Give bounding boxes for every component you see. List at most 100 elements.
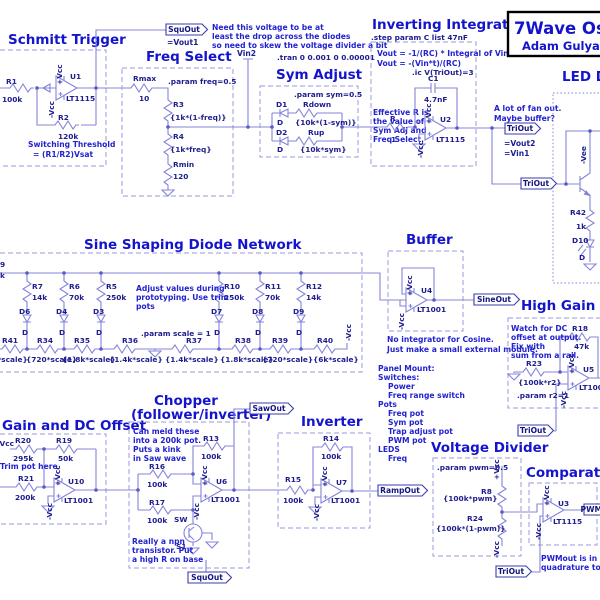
model-u4: LT1001 xyxy=(417,305,446,314)
resistor-r35[interactable] xyxy=(69,344,99,354)
diode-d9[interactable] xyxy=(296,314,306,323)
resistor-rmin[interactable] xyxy=(163,159,173,189)
resistor-r15[interactable] xyxy=(282,485,312,495)
value-c1: 4.7nF xyxy=(424,95,447,104)
value-r4: {1k*freq} xyxy=(170,145,212,154)
top-note-2: least the drop across the diodes xyxy=(212,32,351,41)
flag-triout-hga[interactable]: TriOut xyxy=(517,424,555,437)
freq-title: Freq Select xyxy=(146,49,232,65)
flag-triout-main[interactable]: TriOut xyxy=(504,122,542,135)
chopper-note-2: into a 200k pot. xyxy=(133,436,201,445)
resistor-r7[interactable] xyxy=(22,276,32,306)
flag-pwmout[interactable]: PWMOut xyxy=(581,503,600,516)
diode-d3[interactable] xyxy=(96,314,106,323)
flag-rampout[interactable]: RampOut xyxy=(377,484,429,497)
diode-d4[interactable] xyxy=(59,314,69,323)
resistor-r36[interactable] xyxy=(109,344,139,354)
label-u2: U2 xyxy=(440,115,451,124)
title-block-line1: 7Wave Oscillator xyxy=(514,19,600,38)
resistor-r23[interactable] xyxy=(518,367,548,377)
resistor-r37[interactable] xyxy=(167,344,197,354)
flag-triout-comparator[interactable]: TriOut xyxy=(495,565,533,578)
resistor-r2[interactable] xyxy=(50,120,80,130)
resistor-rup[interactable] xyxy=(291,136,321,146)
label-r11: R11 xyxy=(265,282,281,291)
flag-sineout[interactable]: SineOut xyxy=(473,293,521,306)
label-r14: R14 xyxy=(323,434,339,443)
buffer-note-1: No integrator for Cosine. xyxy=(387,335,494,344)
u7-vcc-minus: -Vcc xyxy=(312,504,321,521)
resistor-r17[interactable] xyxy=(145,505,175,515)
resistor-r11[interactable] xyxy=(255,276,265,306)
flag-squout-top[interactable]: SquOut xyxy=(165,23,209,36)
flag-squout-bottom[interactable]: SquOut xyxy=(187,571,233,584)
label-r36: R36 xyxy=(122,336,138,345)
switch-s1[interactable] xyxy=(183,523,203,543)
flag-sawout[interactable]: SawOut xyxy=(249,402,295,415)
led-vee: -Vee xyxy=(579,146,588,164)
resistor-r6[interactable] xyxy=(59,276,69,306)
flag-triout-main-label: TriOut xyxy=(507,124,534,133)
resistor-rdown[interactable] xyxy=(291,108,321,118)
label-u3: U3 xyxy=(558,499,569,508)
value-r18: 47k xyxy=(574,342,590,351)
u2-vcc-minus: -Vcc xyxy=(416,141,425,158)
model-u10: LT1001 xyxy=(64,496,93,505)
value-r35: {1.8k*scale} xyxy=(62,355,116,364)
value-r40: {6k*scale} xyxy=(313,355,359,364)
value-r3: {1k*(1-freq)} xyxy=(170,113,227,122)
title-block: 7Wave Oscillator Adam Gulyas xyxy=(506,10,600,58)
label-r6: R6 xyxy=(69,282,80,291)
resistor-r21[interactable] xyxy=(11,482,41,492)
integ-step: .step param C list 47nF xyxy=(371,33,468,42)
value-r11: 70k xyxy=(265,293,281,302)
diode-d7[interactable] xyxy=(214,314,224,323)
vd-box xyxy=(432,457,522,557)
resistor-r16[interactable] xyxy=(145,469,175,479)
u4-vcc-plus: +Vcc xyxy=(405,275,414,296)
resistor-r41[interactable] xyxy=(0,344,27,354)
resistor-r14[interactable] xyxy=(317,442,347,452)
integ-box xyxy=(370,41,477,167)
freq-param: .param freq=0.5 xyxy=(168,77,236,86)
resistor-r34[interactable] xyxy=(32,344,62,354)
resistor-rmax[interactable] xyxy=(126,83,156,93)
label-r12: R12 xyxy=(306,282,322,291)
value-r13: 100k xyxy=(201,452,222,461)
diode-d2[interactable] xyxy=(279,136,289,146)
integ-note-3: Sym Adj and xyxy=(373,126,427,135)
flag-sineout-label: SineOut xyxy=(477,295,511,304)
netlabel-vin2: Vin2 xyxy=(237,49,256,58)
label-r21: R21 xyxy=(18,474,34,483)
label-r37: R37 xyxy=(186,336,202,345)
panel-l6: Freq pot xyxy=(388,409,424,418)
comparator-note-1: PWMout is in xyxy=(541,554,597,563)
section-schmitt-trigger: Schmitt Trigger R1 100k R2 120k U1 LT111… xyxy=(0,29,166,167)
model-u1: LT1115 xyxy=(66,94,95,103)
section-voltage-divider: Voltage Divider .param pwm=0.5 +Vcc R8 {… xyxy=(431,440,549,558)
resistor-r39[interactable] xyxy=(265,344,295,354)
resistor-r8[interactable] xyxy=(497,481,507,511)
diode-d1[interactable] xyxy=(279,108,289,118)
resistor-r5[interactable] xyxy=(96,276,106,306)
resistor-r40[interactable] xyxy=(309,344,339,354)
resistor-r20[interactable] xyxy=(11,444,41,454)
diode-d6[interactable] xyxy=(22,314,32,323)
chopper-npn-note-2: transistor. Put xyxy=(132,546,194,555)
led-wires xyxy=(557,130,600,262)
resistor-r19[interactable] xyxy=(51,444,81,454)
hga-note-4: sum from a rail. xyxy=(511,351,579,360)
resistor-r12[interactable] xyxy=(296,276,306,306)
integ-formula-2: Vout = -(Vin*t)/(RC) xyxy=(377,59,461,68)
resistor-r42[interactable] xyxy=(585,205,595,235)
label-r42: R42 xyxy=(570,208,586,217)
resistor-r13[interactable] xyxy=(199,441,229,451)
resistor-r38[interactable] xyxy=(227,344,257,354)
flag-triout-led[interactable]: TriOut xyxy=(520,177,558,190)
flag-pwmout-label: PWMOut xyxy=(581,505,600,514)
capacitor-c1[interactable] xyxy=(430,82,436,94)
value-d7: D xyxy=(214,328,220,337)
chopper-note-1: Can meld these xyxy=(133,427,199,436)
diode-d8[interactable] xyxy=(255,314,265,323)
hga-wires xyxy=(513,336,600,432)
